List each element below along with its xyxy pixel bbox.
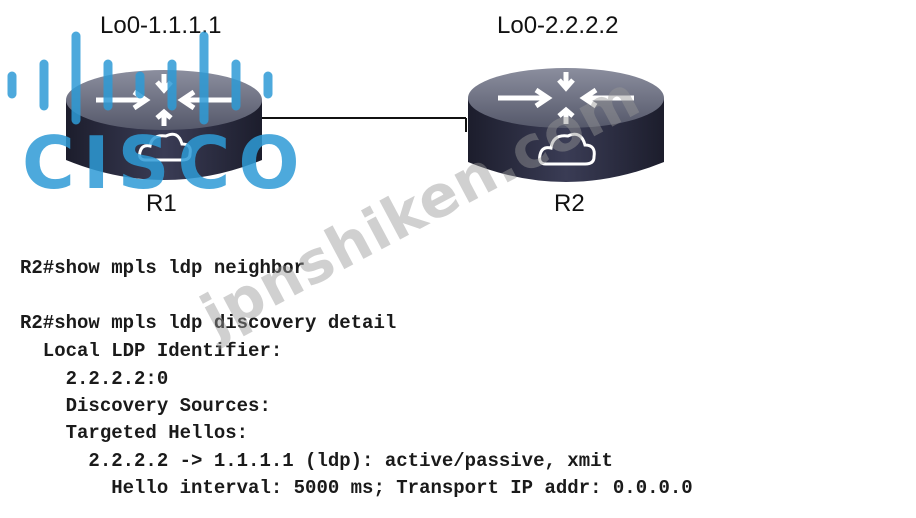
r2-name-label: R2 — [554, 190, 585, 217]
cloud-icon — [538, 132, 596, 166]
cloud-icon — [138, 132, 192, 162]
cli-line: Local LDP Identifier: — [20, 340, 283, 362]
cli-line: R2#show mpls ldp neighbor — [20, 257, 306, 279]
r1-loopback-label: Lo0-1.1.1.1 — [100, 12, 222, 39]
r1-name-label: R1 — [146, 190, 177, 217]
router-icon — [468, 68, 664, 182]
cli-line: Discovery Sources: — [20, 395, 271, 417]
cli-line: 2.2.2.2 -> 1.1.1.1 (ldp): active/passive… — [20, 450, 613, 472]
cli-line: Hello interval: 5000 ms; Transport IP ad… — [20, 477, 693, 499]
r2-loopback-label: Lo0-2.2.2.2 — [497, 12, 619, 39]
router-icon — [66, 70, 262, 180]
cli-line: Targeted Hellos: — [20, 422, 249, 444]
cli-line: 2.2.2.2:0 — [20, 368, 169, 390]
cli-line: R2#show mpls ldp discovery detail — [20, 312, 397, 334]
topology-diagram — [66, 68, 664, 182]
